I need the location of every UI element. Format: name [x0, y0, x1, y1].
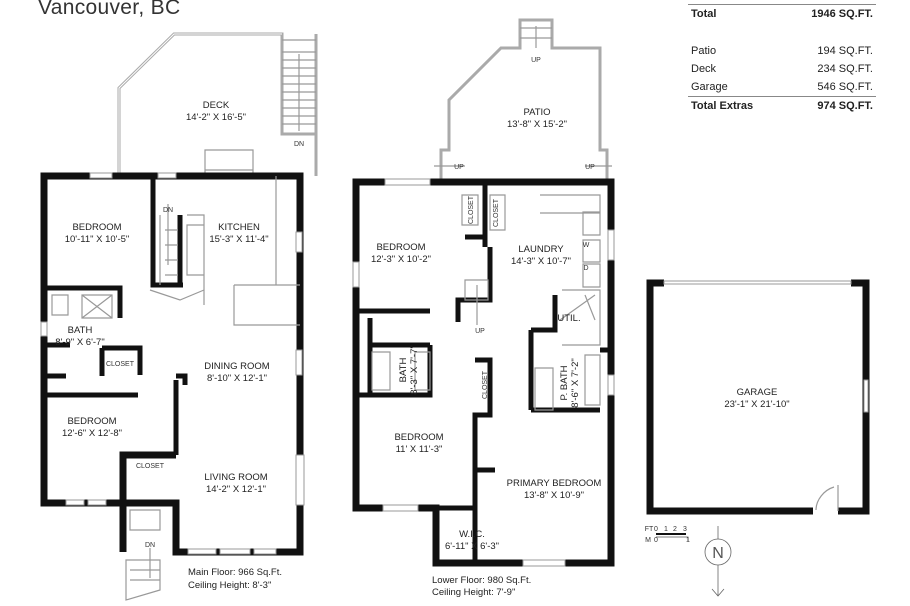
- stair-label: UP: [475, 328, 485, 335]
- room-dims-pbath: 8'-6" X 7'-2": [570, 358, 581, 407]
- room-name-closet: CLOSET: [106, 361, 135, 368]
- scale-tick: 1: [664, 526, 668, 533]
- room-name-bedroom: BEDROOM: [394, 432, 443, 443]
- summary-row-garage: Garage 546 SQ.FT.: [688, 78, 876, 96]
- summary-total-extras-row: Total Extras 974 SQ.FT.: [688, 96, 876, 115]
- room-name-wic: W.I.C.: [459, 529, 485, 540]
- extra-label: Deck: [691, 63, 717, 75]
- lower-outer-wall: [352, 178, 615, 567]
- scale-m-label: M: [645, 537, 651, 544]
- washer-label: W: [583, 242, 590, 249]
- room-name-bath: BATH: [398, 358, 409, 383]
- room-dims-garage: 23'-1" X 21'-10": [724, 399, 789, 410]
- room-name-pbath: P. BATH: [559, 365, 570, 400]
- room-dims-patio: 13'-8" X 15'-2": [507, 119, 567, 130]
- deck-outline: [117, 32, 318, 176]
- summary-total-row: Total 1946 SQ.FT.: [688, 4, 876, 23]
- north-arrow-icon: N: [704, 526, 732, 597]
- scale-tick: 0: [654, 526, 658, 533]
- room-dims-bedroom: 11' X 11'-3": [396, 444, 443, 455]
- extra-label: Garage: [691, 81, 728, 93]
- room-dims-bedroom: 12'-3" X 10'-2": [371, 254, 431, 265]
- main-floor-ceiling: Ceiling Height: 8'-3": [188, 580, 271, 591]
- room-name-closet: CLOSET: [482, 370, 489, 399]
- total-extras-value: 974 SQ.FT.: [817, 100, 873, 112]
- north-label: N: [712, 545, 724, 562]
- lower-floor-plan: PATIO 13'-8" X 15'-2" UP UP UP BEDROOM 1…: [352, 18, 615, 598]
- summary-row-deck: Deck 234 SQ.FT.: [688, 60, 876, 78]
- room-dims-kitchen: 15'-3" X 11'-4": [209, 234, 268, 245]
- room-name-kitchen: KITCHEN: [218, 222, 260, 233]
- room-name-deck: DECK: [203, 100, 230, 111]
- room-name-closet: CLOSET: [468, 195, 475, 224]
- stair-label: DN: [294, 141, 304, 148]
- scale-tick: 2: [673, 526, 677, 533]
- room-dims-primary-bedroom: 13'-8" X 10'-9": [524, 490, 584, 501]
- room-name-laundry: LAUNDRY: [518, 244, 564, 255]
- room-name-garage: GARAGE: [737, 387, 778, 398]
- room-name-bedroom: BEDROOM: [72, 222, 121, 233]
- scale-ft-label: FT: [645, 526, 654, 533]
- total-extras-label: Total Extras: [691, 100, 754, 112]
- scale-tick: 0: [654, 537, 658, 544]
- room-dims-laundry: 14'-3" X 10'-7": [511, 256, 571, 267]
- lower-floor-area: Lower Floor: 980 Sq.Ft.: [432, 575, 531, 586]
- room-dims-wic: 6'-11" X 6'-3": [445, 541, 499, 552]
- page-title: Vancouver, BC: [38, 0, 181, 19]
- scale-tick: 1: [686, 537, 690, 544]
- stair-label: UP: [531, 57, 541, 64]
- extra-value: 194 SQ.FT.: [817, 45, 873, 57]
- main-floor-area: Main Floor: 966 Sq.Ft.: [188, 567, 282, 578]
- room-dims-bath: 8'-9" X 6'-7": [55, 337, 104, 348]
- room-dims-bedroom: 12'-6" X 12'-8": [62, 428, 122, 439]
- total-value: 1946 SQ.FT.: [811, 8, 873, 20]
- room-name-living: LIVING ROOM: [204, 472, 267, 483]
- room-name-bath: BATH: [68, 325, 93, 336]
- room-dims-dining: 8'-10" X 12'-1": [207, 373, 267, 384]
- room-name-dining: DINING ROOM: [204, 361, 270, 372]
- room-name-primary-bedroom: PRIMARY BEDROOM: [507, 478, 602, 489]
- stair-label: UP: [454, 164, 464, 171]
- room-dims-bedroom: 10'-11" X 10'-5": [65, 234, 130, 245]
- main-floor-plan: DECK 14'-2" X 16'-5" DN BEDROOM 10'-11" …: [40, 32, 318, 601]
- scale-tick: 3: [683, 526, 687, 533]
- room-dims-deck: 14'-2" X 16'-5": [186, 112, 246, 123]
- total-label: Total: [691, 8, 717, 20]
- dryer-label: D: [583, 265, 588, 272]
- room-name-patio: PATIO: [523, 107, 550, 118]
- room-name-closet: CLOSET: [493, 198, 500, 227]
- room-dims-bath: 8'-3" X 7'-7": [409, 345, 420, 394]
- room-dims-living: 14'-2" X 12'-1": [206, 484, 266, 495]
- stair-label: DN: [163, 207, 173, 214]
- main-outer-wall: [40, 172, 304, 556]
- lower-floor-ceiling: Ceiling Height: 7'-9": [432, 587, 515, 598]
- area-summary-table: Total 1946 SQ.FT. Patio 194 SQ.FT. Deck …: [688, 0, 876, 115]
- room-name-util: UTIL.: [557, 313, 580, 324]
- extra-value: 234 SQ.FT.: [817, 63, 873, 75]
- stair-label: UP: [585, 164, 595, 171]
- extra-value: 546 SQ.FT.: [817, 81, 873, 93]
- garage-plan: GARAGE 23'-1" X 21'-10": [646, 279, 870, 515]
- extra-label: Patio: [691, 45, 717, 57]
- room-name-bedroom: BEDROOM: [67, 416, 116, 427]
- stair-label: DN: [145, 542, 155, 549]
- scale-bar: FT 0 1 2 3 M 0 1: [645, 526, 690, 544]
- room-name-bedroom: BEDROOM: [376, 242, 425, 253]
- room-name-closet: CLOSET: [136, 463, 165, 470]
- summary-row-patio: Patio 194 SQ.FT.: [688, 42, 876, 60]
